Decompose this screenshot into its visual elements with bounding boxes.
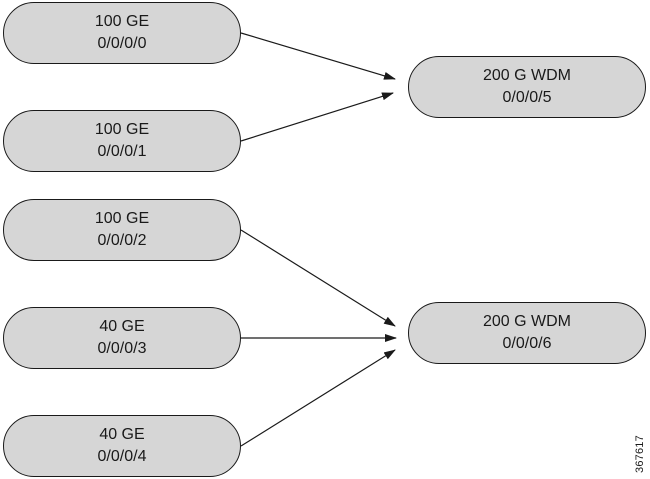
output-node-0-0-0-6: 200 G WDM 0/0/0/6 (408, 302, 646, 364)
node-speed-label: 40 GE (99, 318, 145, 335)
output-node-0-0-0-5: 200 G WDM 0/0/0/5 (408, 56, 646, 118)
node-speed-label: 100 GE (94, 210, 150, 227)
arrow-0-0-0-4-to-0-0-0-6 (240, 349, 396, 447)
node-speed-label: 100 GE (94, 13, 150, 30)
node-speed-label: 200 G WDM (482, 67, 571, 84)
node-port-label: 0/0/0/4 (97, 448, 147, 465)
input-node-0-0-0-3: 40 GE 0/0/0/3 (3, 307, 241, 369)
input-node-0-0-0-1: 100 GE 0/0/0/1 (3, 110, 241, 172)
node-speed-label: 40 GE (99, 426, 145, 443)
node-port-label: 0/0/0/5 (502, 89, 552, 106)
node-port-label: 0/0/0/0 (97, 35, 147, 52)
arrow-0-0-0-0-to-0-0-0-5 (240, 32, 396, 80)
node-port-label: 0/0/0/3 (97, 340, 147, 357)
arrow-0-0-0-2-to-0-0-0-6 (240, 229, 396, 327)
node-speed-label: 200 G WDM (482, 313, 571, 330)
input-node-0-0-0-0: 100 GE 0/0/0/0 (3, 2, 241, 64)
input-node-0-0-0-4: 40 GE 0/0/0/4 (3, 415, 241, 477)
figure-id: 367617 (634, 435, 646, 473)
arrow-0-0-0-1-to-0-0-0-5 (240, 92, 394, 142)
input-node-0-0-0-2: 100 GE 0/0/0/2 (3, 199, 241, 261)
node-speed-label: 100 GE (94, 121, 150, 138)
node-port-label: 0/0/0/6 (502, 335, 552, 352)
node-port-label: 0/0/0/1 (97, 143, 147, 160)
node-port-label: 0/0/0/2 (97, 232, 147, 249)
